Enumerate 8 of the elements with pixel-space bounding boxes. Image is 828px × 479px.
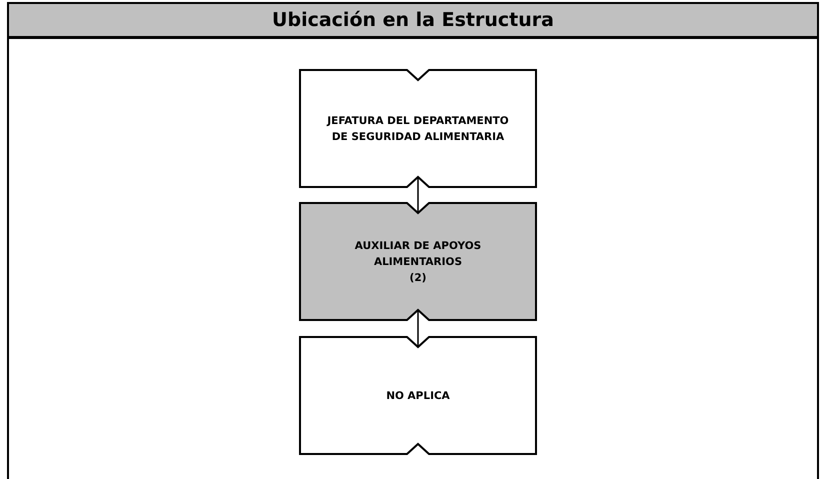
position-title: (2)	[408, 270, 428, 286]
position-title: NO APLICA	[385, 388, 451, 404]
position-box	[300, 70, 536, 187]
position-box	[300, 203, 536, 320]
position-title: AUXILIAR DE APOYOS ALIMENTARIOS	[354, 238, 482, 270]
title: Ubicación en la Estructura	[272, 9, 554, 31]
position-title: JEFATURA DEL DEPARTAMENTO DE SEGURIDAD ALIMENTARIA	[326, 114, 510, 144]
position-box	[300, 337, 536, 454]
